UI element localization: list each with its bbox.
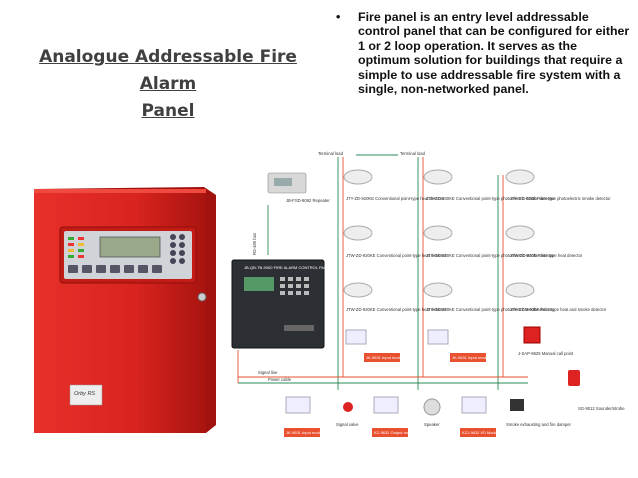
detector-column-1 (343, 169, 373, 298)
detector-label-2: JTY-GD-930KE Conventional point-type pho… (426, 196, 555, 201)
manual-call-label: J-SAP-9625 Manual call point (518, 351, 574, 356)
speaker-label: Speaker (424, 422, 440, 427)
sounder-strobe-icon (568, 370, 580, 386)
power-line-label: Power cable (268, 377, 292, 382)
red-wiring (237, 155, 528, 383)
repeater-label: JB-FSD-9062 Repeater (286, 198, 330, 203)
fire-alarm-panel-photo: Orby RS (34, 187, 216, 433)
terminal-label-box-2 (398, 149, 438, 157)
printer-slot (284, 325, 314, 331)
detector-column-2 (423, 169, 453, 298)
detector-label-6: JTW-ZD-920E Point-type heat detector (510, 253, 583, 258)
brand-plate (69, 384, 103, 406)
input-module-1-label: JK-9631 Input module (366, 355, 406, 360)
system-wiring-diagram: Terminal load Terminal load JB-FSD-9062 … (231, 149, 625, 437)
detector-label-9: JTY-GDM-9368 Point-type heat and smoke d… (510, 307, 607, 312)
bottom-input-module-label: JK-9631 Input module (286, 430, 326, 435)
detector-label-7: JTW-ZD-920KE Conventional point-type hea… (346, 307, 447, 312)
bullet-paragraph: • Fire panel is an entry level addressab… (330, 10, 630, 96)
detector-column-3 (505, 169, 535, 298)
panel-door (34, 189, 206, 433)
signal-line-label: Signal line (258, 370, 278, 375)
bottom-input-module-device (285, 396, 311, 414)
input-module-2-tag (450, 353, 486, 362)
signal-valve-label: Signal valve (336, 422, 359, 427)
repeater-screen (274, 178, 292, 186)
brand-label: Orby RS (74, 391, 95, 397)
control-panel-cabinet (231, 259, 325, 349)
speaker-icon (423, 398, 441, 416)
bullet-text: Fire panel is an entry level addressable… (358, 10, 630, 97)
detector-label-1: JTY-ZD-920KE Conventional point-type hea… (346, 196, 445, 201)
signal-valve-icon (343, 402, 353, 412)
detector-label-5: JTY-GD-930KE Conventional point-type pho… (426, 253, 555, 258)
door-lock-icon[interactable] (197, 292, 207, 302)
lcd-display (99, 236, 161, 258)
damper-icon (510, 399, 524, 411)
output-module-tag (372, 428, 408, 437)
bus-label: RS-485 bus (252, 233, 257, 255)
keypad[interactable] (170, 234, 185, 264)
io-module-tag (460, 428, 496, 437)
detector-label-4: JTW-ZD-920KE Conventional point-type hea… (346, 253, 447, 258)
detector-label-3: JTY-GD-930E Point-type photoelectric smo… (510, 196, 611, 201)
bullet-dot: • (336, 10, 341, 24)
sounder-label: SG-9012 Sounder/strobe (578, 406, 625, 411)
slide-title-line-2: Panel (141, 101, 195, 121)
slide-title: Analogue Addressable Fire Alarm Panel (18, 44, 318, 125)
terminal-label-1: Terminal load (318, 151, 344, 156)
terminal-label-2: Terminal load (400, 151, 426, 156)
io-module-label: KZJ-9632 I/O Module (462, 430, 501, 435)
output-module-device (373, 396, 399, 414)
control-panel-label: JB-QB-TB-9000 FIRE ALARM CONTROL PANEL (244, 265, 333, 270)
slide-title-line-1: Analogue Addressable Fire Alarm (39, 47, 297, 94)
manual-call-point-icon (523, 326, 541, 344)
panel-top-highlight (34, 189, 206, 193)
terminal-label-box-1 (316, 149, 356, 157)
control-panel-screen (244, 277, 274, 291)
io-module-device (461, 396, 487, 414)
control-panel-keys (280, 277, 309, 295)
damper-label: Smoke exhausting and fire damper (506, 422, 572, 427)
bottom-input-module-tag (284, 428, 320, 437)
led-indicators (68, 237, 84, 258)
function-buttons[interactable] (68, 265, 162, 273)
input-module-1-tag (364, 353, 400, 362)
detector-label-8: JTY-GD-930KE Conventional point-type pho… (426, 307, 555, 312)
input-module-2-label: JK-9631 Input module (452, 355, 492, 360)
input-module-1-device (345, 329, 367, 345)
green-wiring (238, 154, 528, 390)
output-module-label: KZ-9632 Output module (374, 430, 417, 435)
input-module-2-device (427, 329, 449, 345)
